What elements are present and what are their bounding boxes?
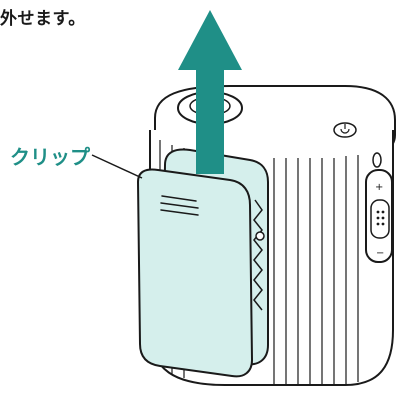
clip bbox=[136, 148, 269, 378]
clip-label: クリップ bbox=[10, 145, 90, 169]
arrow-up-icon bbox=[178, 10, 242, 174]
svg-text:+: + bbox=[375, 182, 383, 193]
power-icon bbox=[333, 122, 357, 138]
caption-text: 外せます。 bbox=[0, 9, 86, 29]
svg-text:−: − bbox=[376, 248, 384, 259]
callout-leader-line bbox=[91, 154, 143, 179]
